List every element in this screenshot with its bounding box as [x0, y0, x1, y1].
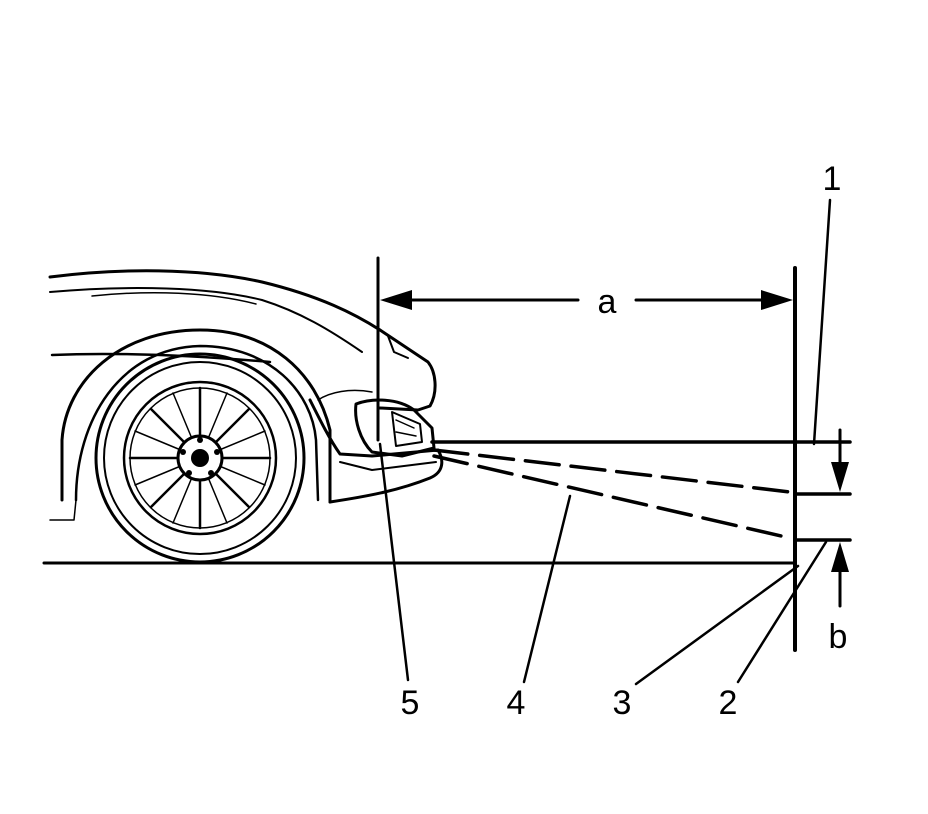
dimension-b-label: b	[829, 618, 848, 656]
dimension-b	[831, 428, 849, 608]
callout-2: 2	[719, 684, 738, 722]
callout-4: 4	[507, 684, 526, 722]
headlamp-housing	[378, 328, 437, 412]
wheel-rim	[122, 380, 278, 536]
beam-projection	[432, 448, 792, 540]
bumper	[308, 398, 444, 504]
dimension-a	[380, 290, 793, 310]
leader-lines	[378, 198, 832, 686]
callout-3: 3	[613, 684, 632, 722]
callout-1: 1	[823, 160, 842, 198]
hood-line	[48, 269, 382, 332]
dimension-a-label: a	[598, 283, 617, 321]
vehicle-front	[48, 269, 444, 564]
wheel-arch	[60, 328, 332, 504]
callout-5: 5	[401, 684, 420, 722]
tire	[94, 352, 306, 564]
